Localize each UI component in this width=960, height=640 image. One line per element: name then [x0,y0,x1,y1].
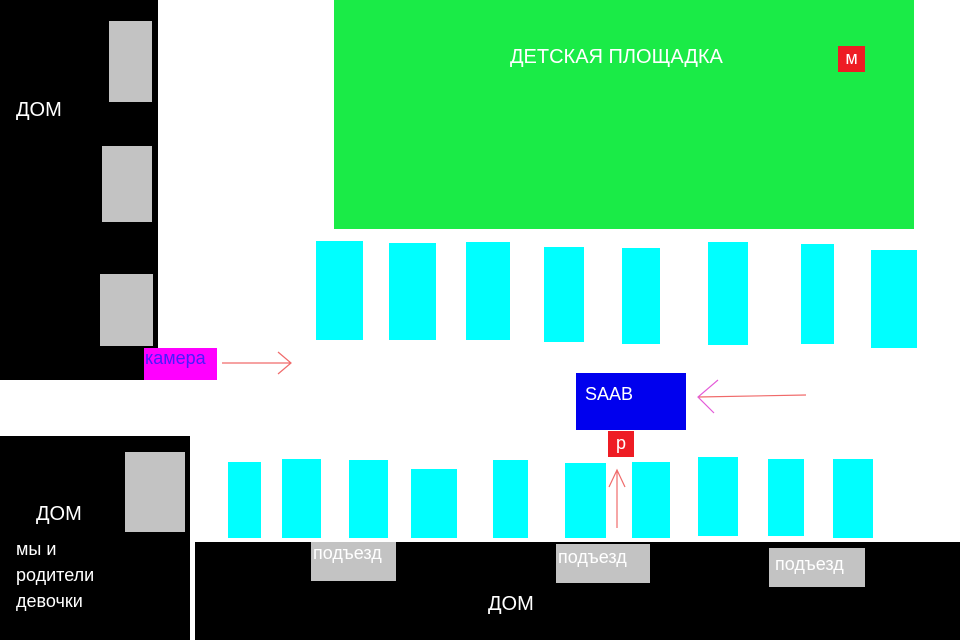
parked-car [871,250,917,348]
parked-car [698,457,738,536]
parked-car [466,242,510,340]
p-marker-label: р [615,433,626,453]
playground: ДЕТСКАЯ ПЛОЩАДКА м [334,0,914,229]
note-line: мы и [16,539,57,559]
parked-car [349,460,388,538]
m-marker-label: м [845,48,858,68]
parked-car [389,243,436,340]
parked-car [565,463,606,538]
house-left-bottom: ДОМ мы и родители девочки [0,436,190,640]
house-label: ДОМ [36,503,82,525]
entrance-label: подъезд [558,547,627,567]
parked-car [708,242,748,345]
house-window [109,21,152,102]
entrance-label: подъезд [775,554,844,574]
playground-label: ДЕТСКАЯ ПЛОЩАДКА [510,46,723,68]
entrance-label: подъезд [313,543,382,563]
parked-car [316,241,363,340]
house-window [125,452,185,532]
m-marker: м [838,46,865,72]
parked-car [228,462,261,538]
note-text: мы и родители девочки [16,536,94,614]
parked-car [544,247,584,342]
entrance: подъезд [769,548,865,587]
note-line: девочки [16,591,83,611]
house-window [102,146,152,222]
parked-car [768,459,804,536]
house-label: ДОМ [16,99,62,121]
note-line: родители [16,565,95,585]
parked-car [622,248,660,344]
parked-car [282,459,321,538]
p-marker: р [608,431,634,457]
entrance: подъезд [311,542,396,581]
parked-car [411,469,457,538]
house-left-top: ДОМ [0,0,158,380]
camera-label: камера [145,348,206,368]
arrow-right-icon [222,351,292,375]
arrow-left-icon [697,379,807,414]
parked-car [493,460,528,538]
saab-label: SAAB [585,384,634,404]
house-bottom: подъезд подъезд подъезд ДОМ [195,542,960,640]
house-window [100,274,153,346]
parked-car [801,244,834,344]
arrow-up-icon [608,468,626,528]
entrance: подъезд [556,544,650,583]
camera: камера [144,348,217,380]
house-label: ДОМ [488,593,534,615]
saab-car: SAAB [576,373,686,430]
parked-car [632,462,670,538]
parked-car [833,459,873,538]
